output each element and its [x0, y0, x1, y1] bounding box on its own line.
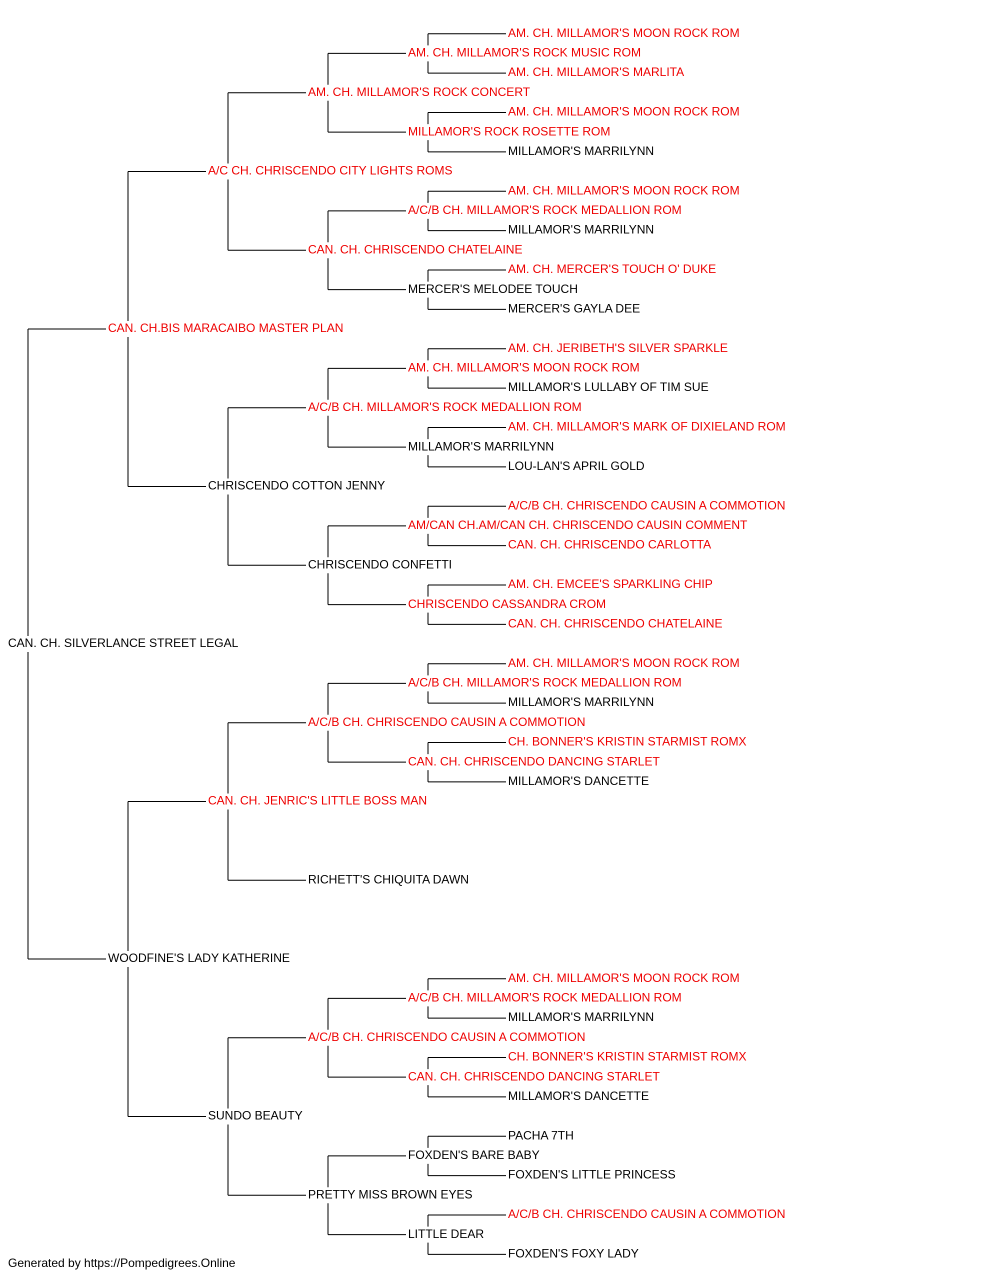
pedigree-entry-dssss: AM. CH. MILLAMOR'S MOON ROCK ROM — [508, 656, 740, 670]
pedigree-entry-dddss: PACHA 7TH — [508, 1128, 574, 1142]
pedigree-entry-ssddd: MERCER'S GAYLA DEE — [508, 301, 640, 315]
pedigree-entry-dds: A/C/B CH. CHRISCENDO CAUSIN A COMMOTION — [308, 1030, 585, 1044]
pedigree-entry-ds: CAN. CH. JENRIC'S LITTLE BOSS MAN — [208, 794, 427, 808]
pedigree-entry-ss: A/C CH. CHRISCENDO CITY LIGHTS ROMS — [208, 164, 452, 178]
pedigree-entry-dssd: CAN. CH. CHRISCENDO DANCING STARLET — [408, 754, 660, 768]
pedigree-entry-dssdd: MILLAMOR'S DANCETTE — [508, 774, 649, 788]
generated-by-footer: Generated by https://Pompedigrees.Online — [8, 1256, 236, 1270]
pedigree-entry-ssssd: AM. CH. MILLAMOR'S MARLITA — [508, 65, 684, 79]
pedigree-entry-dd: SUNDO BEAUTY — [208, 1109, 303, 1123]
pedigree-entry-ddsds: CH. BONNER'S KRISTIN STARMIST ROMX — [508, 1050, 747, 1064]
pedigree-entry-dddd: LITTLE DEAR — [408, 1227, 484, 1241]
pedigree-entry-dsd: RICHETT'S CHIQUITA DAWN — [308, 872, 469, 886]
pedigree-entry-sdd: CHRISCENDO CONFETTI — [308, 557, 452, 571]
pedigree-entry-ddssd: MILLAMOR'S MARRILYNN — [508, 1010, 654, 1024]
pedigree-entry-sdsds: AM. CH. MILLAMOR'S MARK OF DIXIELAND ROM — [508, 420, 786, 434]
pedigree-entry-sdddd: CAN. CH. CHRISCENDO CHATELAINE — [508, 616, 722, 630]
pedigree-entry-ssss: AM. CH. MILLAMOR'S ROCK MUSIC ROM — [408, 46, 641, 60]
pedigree-entry-ssdd: MERCER'S MELODEE TOUCH — [408, 282, 578, 296]
pedigree-entry-ddddd: FOXDEN'S FOXY LADY — [508, 1246, 639, 1260]
pedigree-entry-d: WOODFINE'S LADY KATHERINE — [108, 951, 290, 965]
pedigree-entry-dsssd: MILLAMOR'S MARRILYNN — [508, 695, 654, 709]
pedigree-entry-ssdsd: MILLAMOR'S MARRILYNN — [508, 223, 654, 237]
pedigree-entry-subject: CAN. CH. SILVERLANCE STREET LEGAL — [8, 636, 239, 650]
pedigree-entry-dss: A/C/B CH. CHRISCENDO CAUSIN A COMMOTION — [308, 715, 585, 729]
pedigree-entry-sd: CHRISCENDO COTTON JENNY — [208, 479, 385, 493]
pedigree-entry-sdsdd: LOU-LAN'S APRIL GOLD — [508, 459, 645, 473]
pedigree-entry-dddds: A/C/B CH. CHRISCENDO CAUSIN A COMMOTION — [508, 1207, 785, 1221]
pedigree-entry-sddss: A/C/B CH. CHRISCENDO CAUSIN A COMMOTION — [508, 498, 785, 512]
pedigree-entry-sss: AM. CH. MILLAMOR'S ROCK CONCERT — [308, 85, 531, 99]
pedigree-entry-ssdds: AM. CH. MERCER'S TOUCH O' DUKE — [508, 262, 716, 276]
pedigree-entry-sdss: AM. CH. MILLAMOR'S MOON ROCK ROM — [408, 361, 640, 375]
pedigree-entry-ssds: A/C/B CH. MILLAMOR'S ROCK MEDALLION ROM — [408, 203, 682, 217]
pedigree-entry-sdds: AM/CAN CH.AM/CAN CH. CHRISCENDO CAUSIN C… — [408, 518, 748, 532]
pedigree-entry-dsss: A/C/B CH. MILLAMOR'S ROCK MEDALLION ROM — [408, 676, 682, 690]
pedigree-entry-sdsss: AM. CH. JERIBETH'S SILVER SPARKLE — [508, 341, 728, 355]
pedigree-entry-ddds: FOXDEN'S BARE BABY — [408, 1148, 540, 1162]
pedigree-entry-ddd: PRETTY MISS BROWN EYES — [308, 1187, 472, 1201]
pedigree-entry-sssds: AM. CH. MILLAMOR'S MOON ROCK ROM — [508, 105, 740, 119]
pedigree-entry-sds: A/C/B CH. MILLAMOR'S ROCK MEDALLION ROM — [308, 400, 582, 414]
pedigree-entry-s: CAN. CH.BIS MARACAIBO MASTER PLAN — [108, 321, 343, 335]
pedigree-entry-sssd: MILLAMOR'S ROCK ROSETTE ROM — [408, 124, 610, 138]
pedigree-entry-sssdd: MILLAMOR'S MARRILYNN — [508, 144, 654, 158]
pedigree-entry-sdsd: MILLAMOR'S MARRILYNN — [408, 439, 554, 453]
pedigree-entry-dssds: CH. BONNER'S KRISTIN STARMIST ROMX — [508, 735, 747, 749]
pedigree-entry-sddds: AM. CH. EMCEE'S SPARKLING CHIP — [508, 577, 713, 591]
pedigree-entry-sddd: CHRISCENDO CASSANDRA CROM — [408, 597, 606, 611]
pedigree-entry-sdssd: MILLAMOR'S LULLABY OF TIM SUE — [508, 380, 709, 394]
pedigree-entry-ddsdd: MILLAMOR'S DANCETTE — [508, 1089, 649, 1103]
pedigree-entry-ssdss: AM. CH. MILLAMOR'S MOON ROCK ROM — [508, 183, 740, 197]
pedigree-entry-ssd: CAN. CH. CHRISCENDO CHATELAINE — [308, 242, 522, 256]
pedigree-entry-ddsd: CAN. CH. CHRISCENDO DANCING STARLET — [408, 1069, 660, 1083]
pedigree-entry-dddsd: FOXDEN'S LITTLE PRINCESS — [508, 1168, 676, 1182]
pedigree-entry-ddss: A/C/B CH. MILLAMOR'S ROCK MEDALLION ROM — [408, 991, 682, 1005]
pedigree-entry-sddsd: CAN. CH. CHRISCENDO CARLOTTA — [508, 538, 711, 552]
pedigree-entry-sssss: AM. CH. MILLAMOR'S MOON ROCK ROM — [508, 26, 740, 40]
pedigree-entry-ddsss: AM. CH. MILLAMOR'S MOON ROCK ROM — [508, 971, 740, 985]
